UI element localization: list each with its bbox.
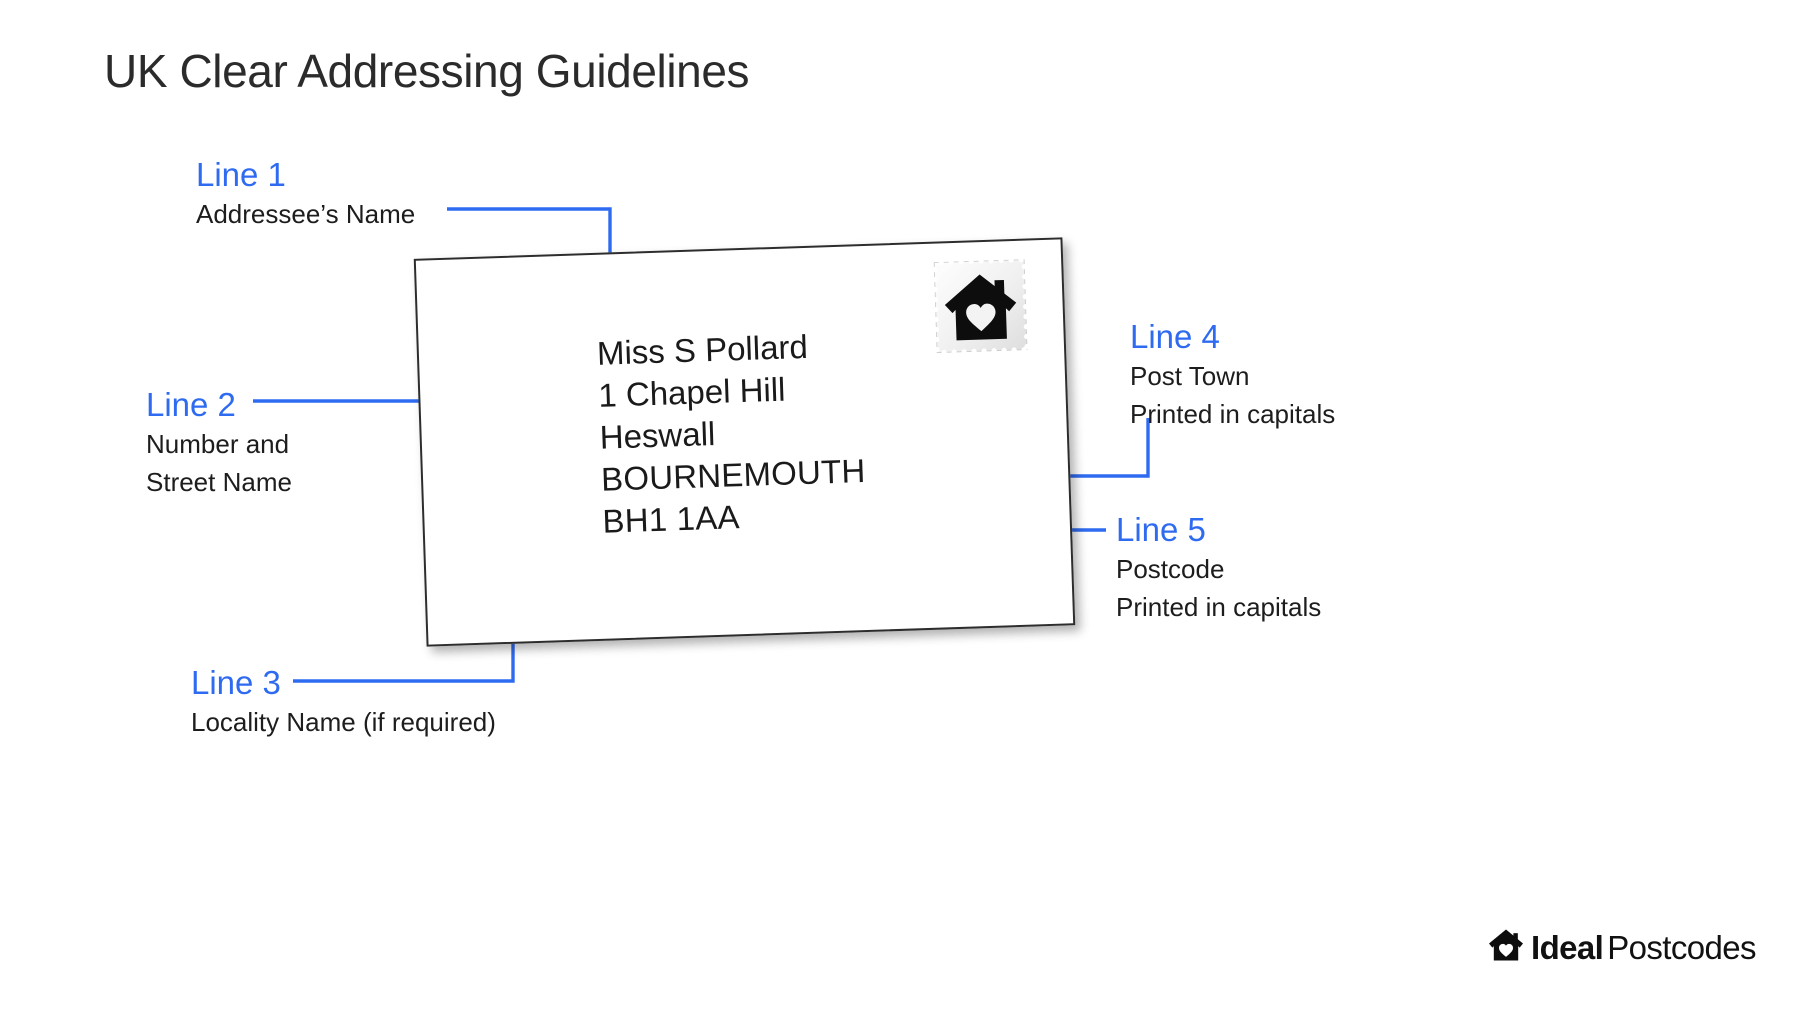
- page-title: UK Clear Addressing Guidelines: [104, 45, 750, 97]
- annotation-line-4-body-1: Post Town: [1130, 361, 1250, 391]
- annotation-line-4-head: Line 4: [1130, 318, 1220, 355]
- annotation-line-3-head: Line 3: [191, 664, 281, 701]
- annotation-line-1-head: Line 1: [196, 156, 286, 193]
- brand-logo: Ideal Postcodes: [1487, 928, 1757, 967]
- house-heart-stamp-icon: [929, 254, 1032, 357]
- annotation-line-1-body-1: Addressee’s Name: [196, 199, 416, 229]
- annotation-line-2-body-2: Street Name: [146, 467, 292, 497]
- envelope: Miss S Pollard 1 Chapel Hill Heswall BOU…: [413, 237, 1076, 647]
- annotation-line-4-body-2: Printed in capitals: [1130, 399, 1336, 429]
- annotation-line-5-head: Line 5: [1116, 511, 1206, 548]
- annotation-line-5-body-1: Postcode: [1116, 554, 1225, 584]
- house-heart-logo-icon: [1487, 928, 1525, 967]
- annotation-line-2-head: Line 2: [146, 386, 236, 423]
- annotation-line-3-body-1: Locality Name (if required): [191, 707, 496, 737]
- brand-name-light: Postcodes: [1607, 928, 1756, 966]
- annotation-line-4: Line 4 Post Town Printed in capitals: [1130, 317, 1335, 433]
- address-line-postcode: BH1 1AA: [601, 498, 741, 540]
- brand-name-bold: Ideal: [1531, 928, 1604, 966]
- annotation-line-2-body-1: Number and: [146, 429, 290, 459]
- annotation-line-5: Line 5 Postcode Printed in capitals: [1116, 510, 1321, 626]
- annotation-line-5-body-2: Printed in capitals: [1116, 592, 1322, 622]
- annotation-line-1: Line 1 Addressee’s Name: [196, 155, 415, 233]
- annotation-line-2: Line 2 Number and Street Name: [146, 385, 292, 501]
- envelope-address-block: Miss S Pollard 1 Chapel Hill Heswall BOU…: [596, 324, 867, 543]
- address-line-post-town: BOURNEMOUTH: [600, 452, 866, 498]
- annotation-line-3: Line 3 Locality Name (if required): [191, 663, 496, 741]
